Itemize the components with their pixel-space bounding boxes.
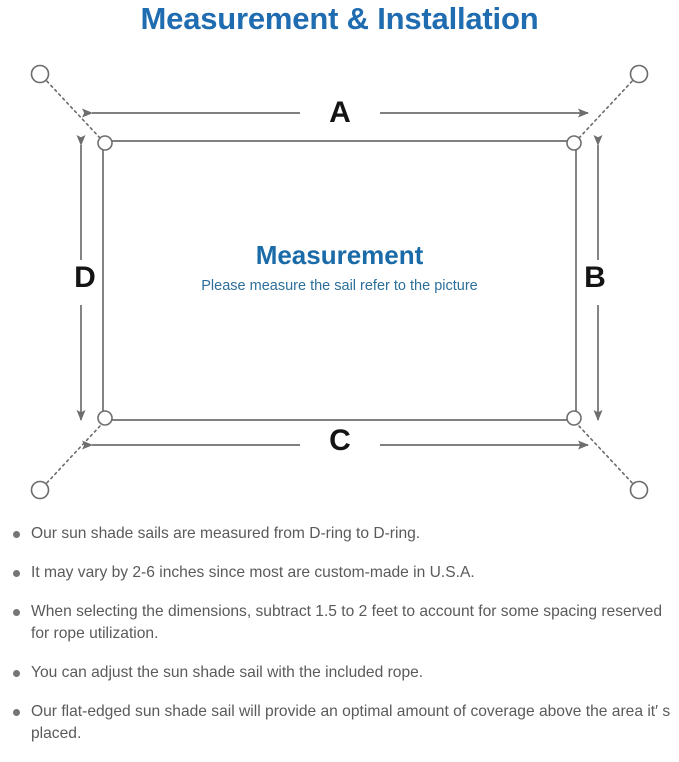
note-text: Our flat-edged sun shade sail will provi… <box>31 703 671 742</box>
list-item: Our flat-edged sun shade sail will provi… <box>0 701 679 745</box>
anchor-rings <box>30 64 649 500</box>
diagram-svg <box>30 64 649 500</box>
measurement-diagram: A B C D Measurement Please measure the s… <box>0 55 679 510</box>
note-text: You can adjust the sun shade sail with t… <box>31 664 424 681</box>
page-title: Measurement & Installation <box>140 1 539 36</box>
d-rings <box>97 135 582 426</box>
list-item: Our sun shade sails are measured from D-… <box>0 523 679 545</box>
d-ring-bottom-right <box>566 410 582 426</box>
d-ring-top-right <box>566 135 582 151</box>
note-text: Our sun shade sails are measured from D-… <box>31 525 421 542</box>
notes-list: Our sun shade sails are measured from D-… <box>0 523 679 762</box>
note-text: It may vary by 2-6 inches since most are… <box>31 564 475 581</box>
bullet-icon <box>13 609 20 616</box>
anchor-ring-top-right <box>629 64 649 84</box>
diagram-center-title: Measurement <box>255 240 424 270</box>
sail-rectangle <box>102 140 577 421</box>
bullet-icon <box>13 709 20 716</box>
bullet-icon <box>13 531 20 538</box>
dimension-label-a: A <box>329 96 351 129</box>
anchor-ring-bottom-left <box>30 480 50 500</box>
anchor-ring-bottom-right <box>629 480 649 500</box>
list-item: You can adjust the sun shade sail with t… <box>0 662 679 684</box>
note-text: When selecting the dimensions, subtract … <box>31 603 663 642</box>
bullet-icon <box>13 570 20 577</box>
d-ring-bottom-left <box>97 410 113 426</box>
list-item: It may vary by 2-6 inches since most are… <box>0 562 679 584</box>
d-ring-top-left <box>97 135 113 151</box>
dimension-label-b: B <box>584 261 606 294</box>
anchor-ring-top-left <box>30 64 50 84</box>
diagram-center-subtitle: Please measure the sail refer to the pic… <box>201 278 478 294</box>
diagram-center-caption: Measurement Please measure the sail refe… <box>0 240 679 295</box>
dimension-label-c: C <box>329 424 351 457</box>
rope-lines <box>42 76 637 488</box>
dimension-label-d: D <box>74 261 96 294</box>
list-item: When selecting the dimensions, subtract … <box>0 601 679 645</box>
bullet-icon <box>13 670 20 677</box>
